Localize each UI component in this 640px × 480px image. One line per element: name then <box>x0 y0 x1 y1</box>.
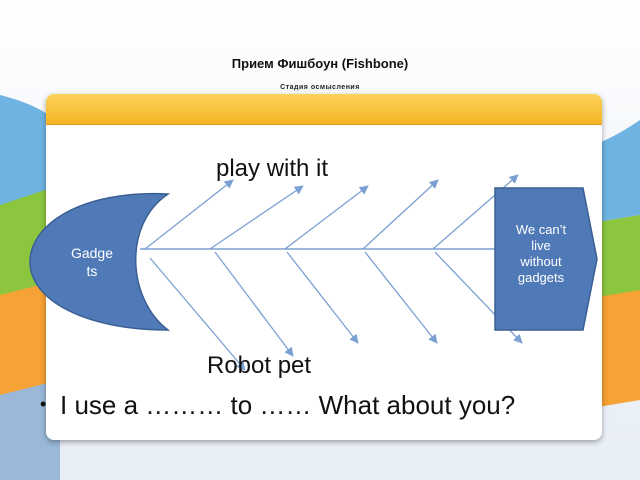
lower-bone <box>364 251 438 344</box>
lower-bone <box>286 251 359 344</box>
slide-title: Прием Фишбоун (Fishbone) <box>231 56 409 71</box>
fish-head-shape <box>29 192 171 331</box>
fish-head-label-line: Gadge <box>70 245 114 261</box>
top-bone-label: play with it <box>216 155 329 182</box>
bullet-item: • I use a ……… to …… What about you? <box>40 390 515 421</box>
upper-bone <box>209 185 304 250</box>
content-card <box>46 94 602 440</box>
lower-bone <box>149 257 246 371</box>
lower-bone <box>214 251 294 357</box>
bg-grey-wave <box>0 380 60 480</box>
upper-bone <box>284 185 369 250</box>
upper-bone <box>362 179 439 250</box>
slide-subtitle: Стадия осмысления <box>280 84 360 91</box>
fish-tail-label: We can’t live without gadgets <box>500 222 582 286</box>
fish-tail-label-line: live <box>531 238 551 253</box>
bottom-bone-label: Robot pet <box>207 352 312 379</box>
bg-orange-wave <box>0 280 60 400</box>
fish-tail-label-line: We can’t <box>515 222 567 237</box>
card-header-bar <box>46 94 602 125</box>
fish-head-label: Gadge ts <box>52 244 132 280</box>
fish-head-label-line: ts <box>86 263 98 279</box>
fish-tail-shape <box>494 187 598 331</box>
upper-bone <box>144 179 234 250</box>
bullet-text: I use a ……… to …… What about you? <box>60 390 516 420</box>
bullet-dot-icon: • <box>40 394 47 414</box>
fish-tail-label-line: without <box>520 254 562 269</box>
fish-tail-label-line: gadgets <box>517 270 565 285</box>
